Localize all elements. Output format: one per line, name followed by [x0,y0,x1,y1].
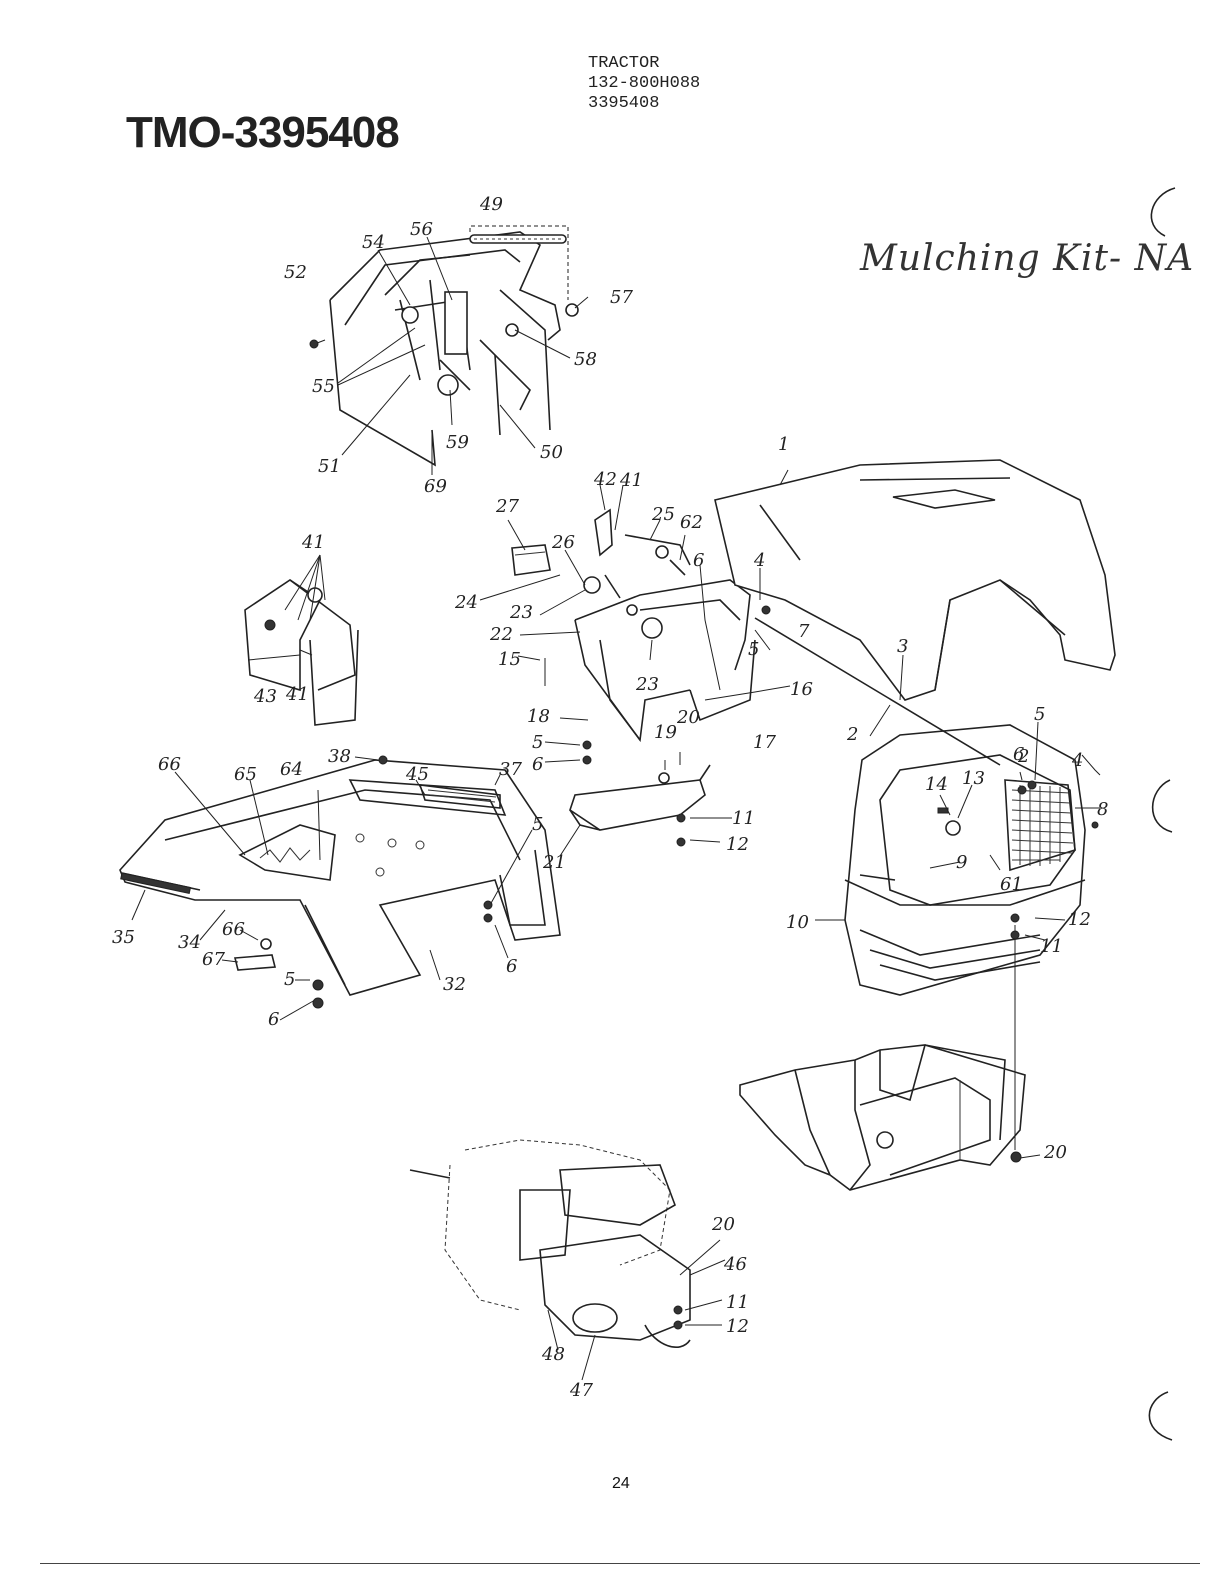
callout-20: 20 [676,707,700,728]
callout-58: 58 [574,349,597,370]
callout-43: 43 [253,686,277,707]
callout-62: 62 [680,512,703,533]
callout-6e: 6 [268,1009,279,1030]
callout-2b: 2 [1017,746,1029,767]
callout-67: 67 [202,949,225,970]
callout-9: 9 [956,852,967,873]
callout-6d: 6 [506,956,517,977]
page-number: 24 [612,1475,630,1492]
bracket-21 [569,764,711,831]
callout-10: 10 [786,912,809,933]
bottom-rule [40,1563,1200,1564]
fender-deck [119,759,561,996]
callout-65: 65 [234,764,257,785]
callout-34: 34 [178,932,201,953]
callout-23b: 23 [635,674,659,695]
callout-4b: 4 [1071,750,1083,771]
callout-54: 54 [362,232,385,253]
callout-49: 49 [479,194,503,215]
callout-64: 64 [280,759,303,780]
callout-8: 8 [1097,799,1108,820]
callout-12b: 12 [1068,909,1091,930]
callout-11: 11 [732,808,755,829]
callout-41b: 41 [285,684,309,705]
callout-37: 37 [499,759,522,780]
callout-16: 16 [790,679,813,700]
callout-51: 51 [318,456,341,477]
callout-66b: 66 [222,919,245,940]
callout-22: 22 [489,624,513,645]
hood [714,459,1116,701]
header-line-type: TRACTOR [588,54,660,73]
callout-6b: 6 [1013,744,1024,765]
callout-41: 41 [301,532,325,553]
callout-5c: 5 [532,732,543,753]
callout-57: 57 [610,287,633,308]
callout-24: 24 [454,592,478,613]
callout-5: 5 [748,639,759,660]
callout-42: 42 [593,469,617,490]
callout-45: 45 [405,764,429,785]
callout-47: 47 [569,1380,593,1401]
callout-2: 2 [846,724,858,745]
callout-5b: 5 [1034,704,1045,725]
bracket-assembly-left [244,579,359,726]
callout-7: 7 [798,621,810,642]
callout-59: 59 [446,432,469,453]
callout-1: 1 [778,434,789,455]
callout-46: 46 [723,1254,747,1275]
diagram-title: TMO-3395408 [126,108,400,157]
engine-assembly [409,1139,691,1349]
callout-66: 66 [158,754,181,775]
handwritten-note: Mulching Kit- NA [860,238,1195,279]
callout-26: 26 [551,532,575,553]
callout-5e: 5 [284,969,295,990]
callout-23: 23 [509,602,533,623]
callout-52: 52 [284,262,307,283]
callout-labels: 1 2 3 4 5 6 7 8 9 10 11 12 13 14 15 16 1… [112,194,1108,1401]
callout-20b: 20 [1043,1142,1067,1163]
binder-marks [1148,187,1176,1441]
hardware-dots [309,339,1099,1330]
callout-50: 50 [540,442,563,463]
callout-18: 18 [527,706,550,727]
callout-4: 4 [753,550,765,571]
callout-15: 15 [498,649,521,670]
callout-20c: 20 [711,1214,735,1235]
callout-5d: 5 [532,814,543,835]
hood-rod [754,617,1001,766]
frame-assembly [739,1044,1026,1191]
callout-56: 56 [410,219,433,240]
callout-11c: 11 [726,1292,749,1313]
callout-35: 35 [112,927,135,948]
callout-11b: 11 [1040,936,1063,957]
callout-17: 17 [753,732,776,753]
callout-32: 32 [443,974,466,995]
callout-41c: 41 [619,470,643,491]
callout-6: 6 [693,550,704,571]
leader-lines [131,236,1101,1381]
callout-12c: 12 [726,1316,749,1337]
header-line-model: 132-800H088 [588,74,701,93]
callout-13: 13 [962,768,985,789]
callout-55: 55 [312,376,335,397]
callout-25: 25 [651,504,675,525]
callout-48: 48 [541,1344,565,1365]
callout-38: 38 [328,746,351,767]
callout-21: 21 [542,852,566,873]
callout-61: 61 [1000,874,1023,895]
callout-27: 27 [495,496,519,517]
callout-6c: 6 [532,754,543,775]
callout-69: 69 [424,476,447,497]
instrument-panel [511,508,756,743]
callout-19: 19 [654,722,677,743]
callout-12: 12 [726,834,749,855]
callout-3: 3 [897,636,908,657]
header-block: TRACTOR 132-800H088 3395408 [588,54,700,114]
header-line-number: 3395408 [588,94,660,113]
dash-assembly [329,231,579,467]
callout-14: 14 [925,774,948,795]
